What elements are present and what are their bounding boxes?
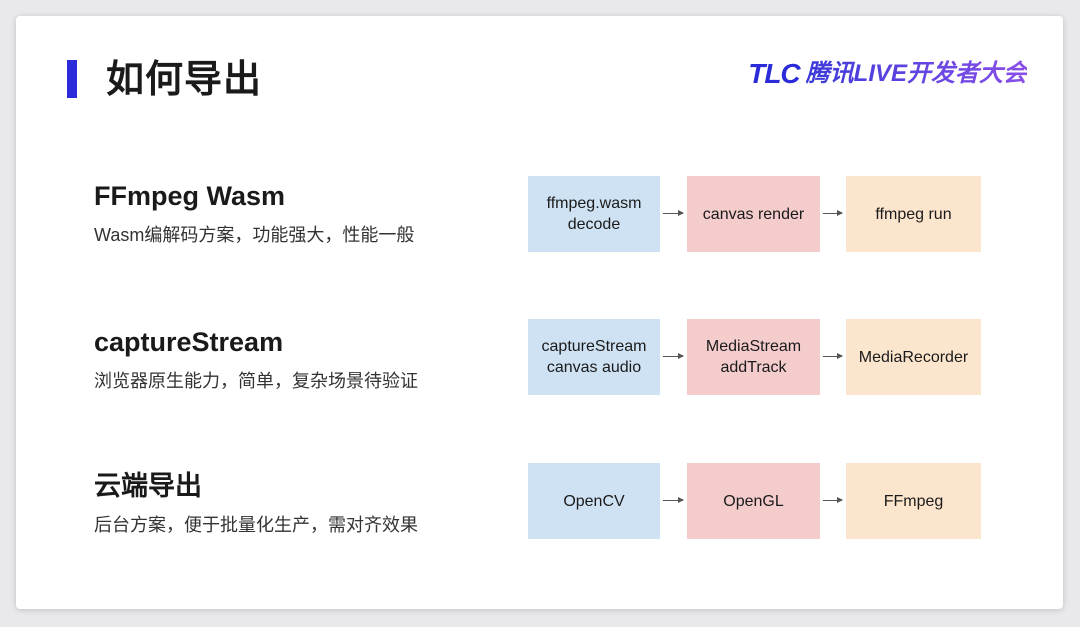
- section-title: 云端导出: [94, 471, 202, 501]
- section-description: Wasm编解码方案，功能强大，性能一般: [94, 225, 415, 245]
- section-cloud-export: 云端导出 后台方案，便于批量化生产，需对齐效果 OpenCV OpenGL FF…: [16, 463, 1063, 549]
- section-ffmpeg-wasm: FFmpeg Wasm Wasm编解码方案，功能强大，性能一般 ffmpeg.w…: [16, 176, 1063, 259]
- flow-step-1: captureStream canvas audio: [528, 319, 660, 395]
- flow-step-2: MediaStream addTrack: [687, 319, 820, 395]
- section-title: captureStream: [94, 327, 284, 357]
- arrow-right-icon: [823, 497, 843, 503]
- arrow-right-icon: [663, 353, 684, 359]
- arrow-right-icon: [663, 210, 684, 216]
- slide: 如何导出 TLC 腾讯LIVE开发者大会 FFmpeg Wasm Wasm编解码…: [16, 16, 1063, 609]
- flow-step-3: FFmpeg: [846, 463, 981, 539]
- flow-diagram: captureStream canvas audio MediaStream a…: [528, 319, 981, 395]
- flow-step-3: ffmpeg run: [846, 176, 981, 252]
- flow-diagram: OpenCV OpenGL FFmpeg: [528, 463, 981, 539]
- title-accent-bar: [67, 60, 77, 98]
- page-title: 如何导出: [106, 59, 263, 101]
- flow-step-1: ffmpeg.wasm decode: [528, 176, 660, 252]
- flow-step-2: canvas render: [687, 176, 820, 252]
- brand-name: 腾讯LIVE开发者大会: [806, 58, 1027, 90]
- arrow-right-icon: [663, 497, 684, 503]
- arrow-right-icon: [823, 210, 843, 216]
- section-title: FFmpeg Wasm: [94, 181, 286, 211]
- flow-step-1: OpenCV: [528, 463, 660, 539]
- section-description: 后台方案，便于批量化生产，需对齐效果: [94, 515, 418, 535]
- section-capture-stream: captureStream 浏览器原生能力，简单，复杂场景待验证 capture…: [16, 319, 1063, 405]
- section-description: 浏览器原生能力，简单，复杂场景待验证: [94, 371, 418, 391]
- tlc-logo: TLC: [748, 58, 800, 89]
- flow-diagram: ffmpeg.wasm decode canvas render ffmpeg …: [528, 176, 981, 252]
- flow-step-2: OpenGL: [687, 463, 820, 539]
- flow-step-3: MediaRecorder: [846, 319, 981, 395]
- brand-logo-group: TLC 腾讯LIVE开发者大会: [748, 58, 1027, 90]
- arrow-right-icon: [823, 353, 843, 359]
